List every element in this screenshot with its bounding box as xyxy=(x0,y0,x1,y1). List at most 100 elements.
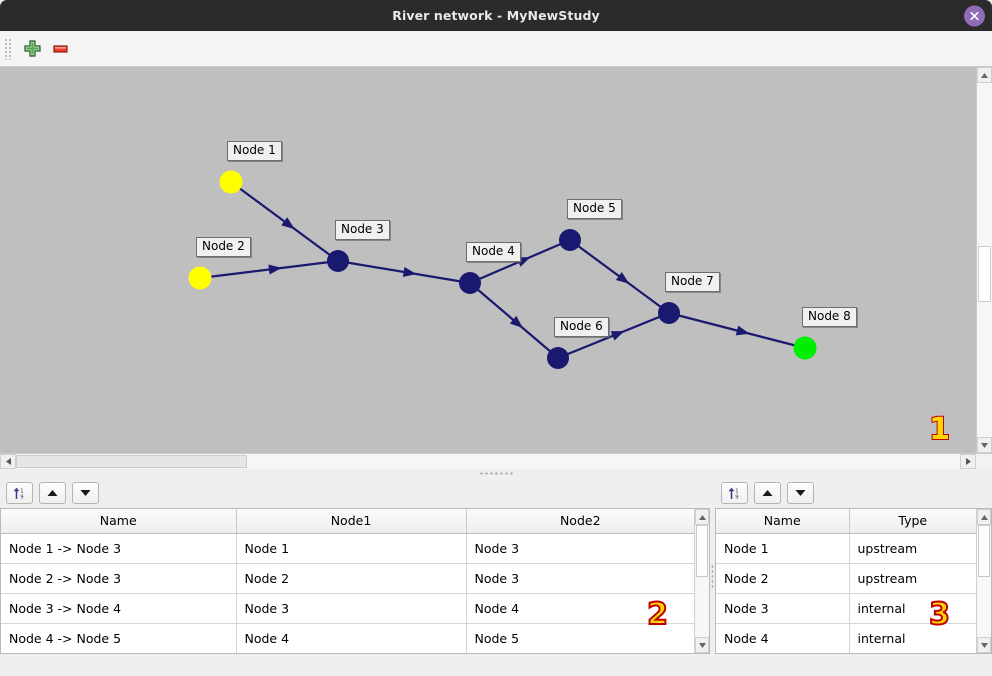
links-table-row-cell-name[interactable]: Node 3 -> Node 4 xyxy=(1,593,237,624)
scroll-left-icon[interactable] xyxy=(0,454,16,469)
nodes-table-header-row: Name Type xyxy=(716,509,976,534)
horizontal-splitter[interactable] xyxy=(0,469,992,478)
links-table-row-cell-name[interactable]: Node 2 -> Node 3 xyxy=(1,563,237,594)
graph-edge-arrow-icon xyxy=(402,267,417,277)
close-icon[interactable] xyxy=(964,5,985,26)
nodes-table-row-cell-type[interactable]: internal xyxy=(849,593,976,624)
graph-vertical-scrollbar[interactable] xyxy=(976,67,992,453)
nodes-scroll-thumb[interactable] xyxy=(978,525,990,577)
network-graph-canvas[interactable]: Node 1 Node 2 Node 3 Node 4 Node 5 Node 6 Node… xyxy=(0,67,976,453)
graph-node-node-5[interactable] xyxy=(559,229,581,251)
graph-hscroll-track[interactable] xyxy=(16,454,960,469)
graph-edge-arrow-icon xyxy=(735,325,750,336)
graph-node-label-node-3[interactable]: Node 3 xyxy=(335,220,390,240)
links-pane-toolbar: 1 9 xyxy=(0,478,710,508)
graph-node-node-1[interactable] xyxy=(219,170,243,194)
sort-ascending-icon[interactable]: 1 9 xyxy=(6,482,33,504)
toolbar-drag-handle[interactable] xyxy=(4,37,12,60)
graph-horizontal-scrollbar[interactable] xyxy=(0,453,992,469)
links-col-header-name[interactable]: Name xyxy=(1,509,237,534)
links-table-row-cell-node1[interactable]: Node 3 xyxy=(236,593,467,624)
graph-node-node-2[interactable] xyxy=(188,266,212,290)
nodes-col-header-name[interactable]: Name xyxy=(716,509,850,534)
scroll-down-icon[interactable] xyxy=(695,637,709,653)
graph-node-label-node-4[interactable]: Node 4 xyxy=(466,242,521,262)
svg-text:1: 1 xyxy=(20,488,23,494)
add-plus-icon[interactable] xyxy=(18,35,46,63)
links-table-row-cell-node2[interactable]: Node 5 xyxy=(466,623,694,653)
graph-node-label-node-6[interactable]: Node 6 xyxy=(554,317,609,337)
scroll-right-icon[interactable] xyxy=(960,454,976,469)
arrow-down-icon[interactable] xyxy=(72,482,99,504)
links-col-header-node2[interactable]: Node2 xyxy=(466,509,694,534)
graph-edge-arrow-icon xyxy=(615,271,630,284)
svg-text:9: 9 xyxy=(735,494,738,500)
graph-node-node-3[interactable] xyxy=(327,250,349,272)
links-scroll-track[interactable] xyxy=(695,525,709,637)
graph-node-node-7[interactable] xyxy=(658,302,680,324)
links-scroll-thumb[interactable] xyxy=(696,525,708,577)
graph-vscroll-track[interactable] xyxy=(977,83,992,437)
scroll-up-icon[interactable] xyxy=(977,67,992,83)
graph-edge-arrow-icon xyxy=(281,217,295,230)
arrow-up-icon[interactable] xyxy=(754,482,781,504)
links-table-row-cell-node1[interactable]: Node 4 xyxy=(236,623,467,653)
links-table-scrollbar[interactable] xyxy=(694,509,709,653)
links-table-row-cell-name[interactable]: Node 4 -> Node 5 xyxy=(1,623,237,653)
scroll-down-icon[interactable] xyxy=(977,637,991,653)
links-table-row-cell-node1[interactable]: Node 1 xyxy=(236,533,467,564)
graph-node-label-node-2[interactable]: Node 2 xyxy=(196,237,251,257)
links-table-row-cell-name[interactable]: Node 1 -> Node 3 xyxy=(1,533,237,564)
graph-edge[interactable] xyxy=(668,311,806,350)
remove-minus-icon[interactable] xyxy=(46,35,74,63)
nodes-table-row-cell-type[interactable]: internal xyxy=(849,623,976,653)
sort-ascending-icon[interactable]: 1 9 xyxy=(721,482,748,504)
graph-hscroll-thumb[interactable] xyxy=(16,455,248,468)
nodes-pane-footer xyxy=(715,654,992,676)
scroll-down-icon[interactable] xyxy=(977,437,992,453)
graph-node-label-node-1[interactable]: Node 1 xyxy=(227,141,282,161)
svg-text:9: 9 xyxy=(20,494,23,500)
arrow-down-icon[interactable] xyxy=(787,482,814,504)
links-table-row-cell-node2[interactable]: Node 3 xyxy=(466,563,694,594)
nodes-table-row-cell-type[interactable]: upstream xyxy=(849,563,976,594)
nodes-col-header-type[interactable]: Type xyxy=(849,509,976,534)
nodes-table-scrollbar[interactable] xyxy=(976,509,991,653)
graph-node-label-node-5[interactable]: Node 5 xyxy=(567,199,622,219)
scroll-up-icon[interactable] xyxy=(977,509,991,525)
nodes-table-row-cell-name[interactable]: Node 1 xyxy=(716,533,850,564)
links-table-row-cell-node2[interactable]: Node 3 xyxy=(466,533,694,564)
vertical-splitter[interactable] xyxy=(710,478,715,676)
links-pane: 1 9 Name xyxy=(0,478,710,676)
graph-vscroll-thumb[interactable] xyxy=(978,245,991,303)
links-col-header-node1[interactable]: Node1 xyxy=(236,509,467,534)
graph-node-node-6[interactable] xyxy=(547,347,569,369)
scroll-up-icon[interactable] xyxy=(695,509,709,525)
nodes-table-row-cell-name[interactable]: Node 3 xyxy=(716,593,850,624)
arrow-up-icon[interactable] xyxy=(39,482,66,504)
graph-node-node-4[interactable] xyxy=(459,272,481,294)
links-table-row-cell-node1[interactable]: Node 2 xyxy=(236,563,467,594)
graph-node-label-node-8[interactable]: Node 8 xyxy=(802,307,857,327)
nodes-table-row-cell-name[interactable]: Node 2 xyxy=(716,563,850,594)
nodes-table-row-cell-name[interactable]: Node 4 xyxy=(716,623,850,653)
graph-node-label-node-7[interactable]: Node 7 xyxy=(665,272,720,292)
splitter-grip-icon xyxy=(711,564,714,590)
graph-node-node-8[interactable] xyxy=(793,336,817,360)
links-table-row-cell-node2[interactable]: Node 4 xyxy=(466,593,694,624)
annotation-marker-1: 1 xyxy=(928,412,951,447)
nodes-table-row-cell-type[interactable]: upstream xyxy=(849,533,976,564)
scrollbar-corner xyxy=(976,454,992,469)
nodes-scroll-track[interactable] xyxy=(977,525,991,637)
